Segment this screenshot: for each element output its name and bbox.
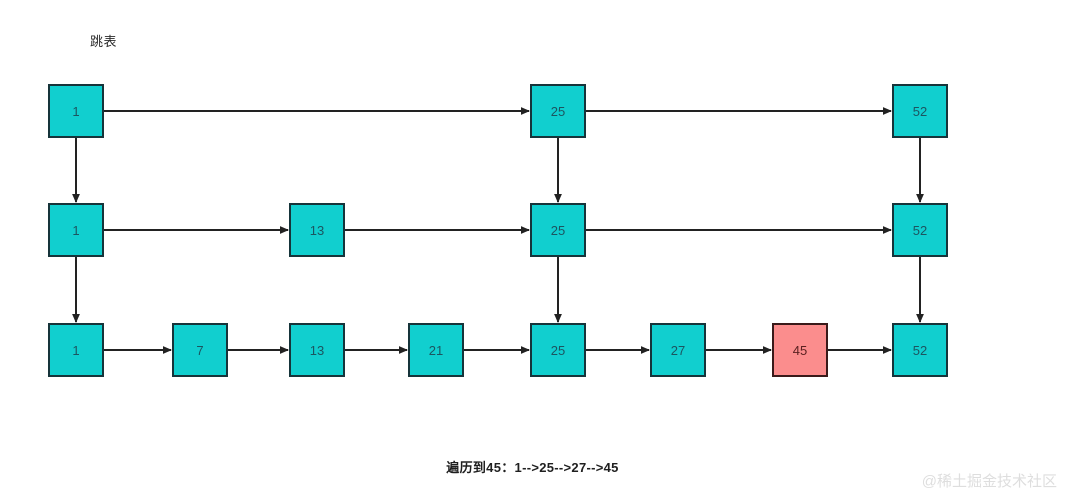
node-level-3-25[interactable]: 25 [530, 84, 586, 138]
watermark: @稀土掘金技术社区 [921, 473, 1057, 490]
node-level-2-1[interactable]: 1 [48, 203, 104, 257]
node-level-2-52[interactable]: 52 [892, 203, 948, 257]
edges-group [72, 107, 924, 354]
traversal-caption: 遍历到45：1-->25-->27-->45 [446, 460, 619, 475]
node-level-3-52[interactable]: 52 [892, 84, 948, 138]
node-level-1-25[interactable]: 25 [530, 323, 586, 377]
node-level-1-13[interactable]: 13 [289, 323, 345, 377]
node-level-1-21[interactable]: 21 [408, 323, 464, 377]
node-level-1-7[interactable]: 7 [172, 323, 228, 377]
node-level-1-1[interactable]: 1 [48, 323, 104, 377]
page-title: 跳表 [90, 34, 118, 49]
node-level-3-1[interactable]: 1 [48, 84, 104, 138]
node-level-1-27[interactable]: 27 [650, 323, 706, 377]
node-level-1-45[interactable]: 45 [772, 323, 828, 377]
node-level-2-13[interactable]: 13 [289, 203, 345, 257]
node-level-2-25[interactable]: 25 [530, 203, 586, 257]
node-level-1-52[interactable]: 52 [892, 323, 948, 377]
